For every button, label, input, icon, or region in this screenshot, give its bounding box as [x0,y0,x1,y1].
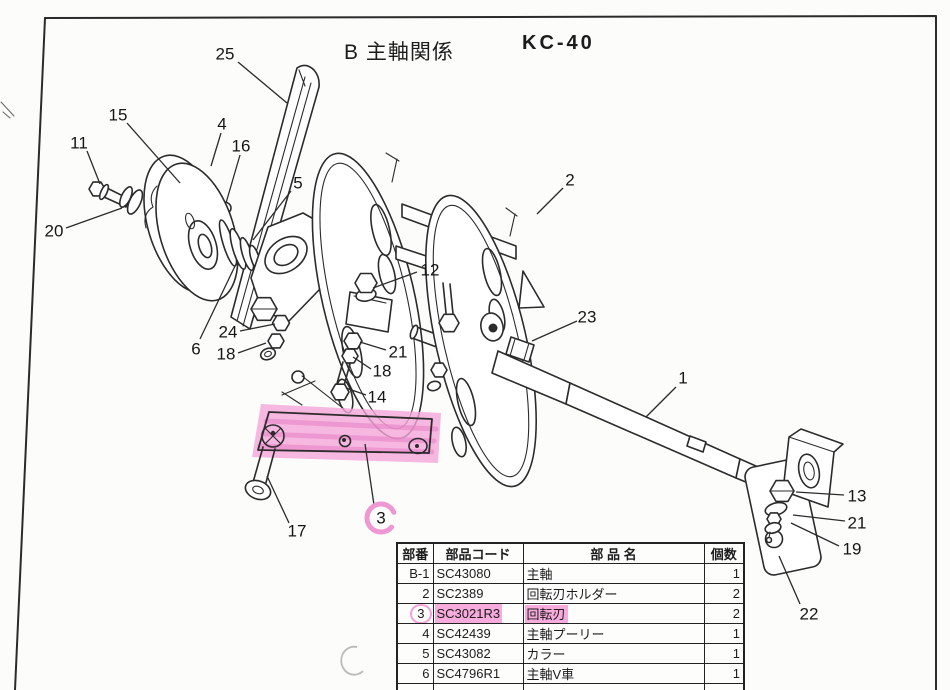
left-bearing-bracket [250,212,333,361]
cell-part-name: 主軸V車 [522,663,705,684]
blade-support [281,375,345,410]
header-qty: 個数 [703,542,745,564]
cell-part-no: 3 [396,603,434,624]
cell-part-code: SC4796R1 [432,663,524,684]
cell-qty: 2 [703,583,745,604]
rotary-blade-highlighted [252,404,441,463]
cell-part-code: SC42439 [432,623,524,644]
shaft-collar [505,336,535,363]
 [432,682,524,690]
cell-qty: 1 [703,563,745,584]
 [522,682,705,690]
cell-part-code: SC43082 [432,643,524,664]
right-bearing-assembly [744,428,844,576]
document-code: KC-40 [522,32,595,54]
center-hub-clamp [330,272,393,401]
header-part-code: 部品コード [432,542,524,564]
 [703,682,745,690]
leader-lines [65,61,846,605]
bolt-and-washers [88,181,144,215]
cell-part-code: SC2389 [432,583,524,604]
cell-qty: 1 [703,623,745,644]
cell-part-no: B-1 [396,563,434,584]
blade-holder-disc-right [425,194,545,488]
pen-mark [340,645,364,676]
page-title: B 主軸関係 [344,41,454,64]
page-border [0,15,937,690]
 [396,682,434,690]
cell-part-name: カラー [522,643,705,664]
table-header-row: 部番 部品コード 部 品 名 個数 [396,542,745,564]
cell-part-code: SC43080 [432,563,524,584]
table-row-empty [396,682,745,690]
flat-head-bolt [244,446,276,501]
cell-qty: 2 [703,603,745,624]
spindle-pulley [143,154,239,302]
collar-spacers [218,219,262,272]
cell-part-name: 主軸プーリー [522,623,705,644]
header-part-no: 部番 [396,542,434,564]
cell-part-no: 2 [396,583,434,604]
cell-part-name: 主軸 [522,563,705,584]
cell-part-no: 5 [396,643,434,664]
cell-part-name: 回転刃 [522,603,705,624]
cell-part-name: 回転刃ホルダー [522,583,705,604]
cell-qty: 1 [703,643,745,664]
cell-part-no: 6 [396,663,434,684]
cell-part-code: SC3021R3 [432,603,524,624]
highlight-circle [364,501,398,535]
cell-qty: 1 [703,663,745,684]
cell-part-no: 4 [396,623,434,644]
header-part-name: 部 品 名 [522,542,705,564]
